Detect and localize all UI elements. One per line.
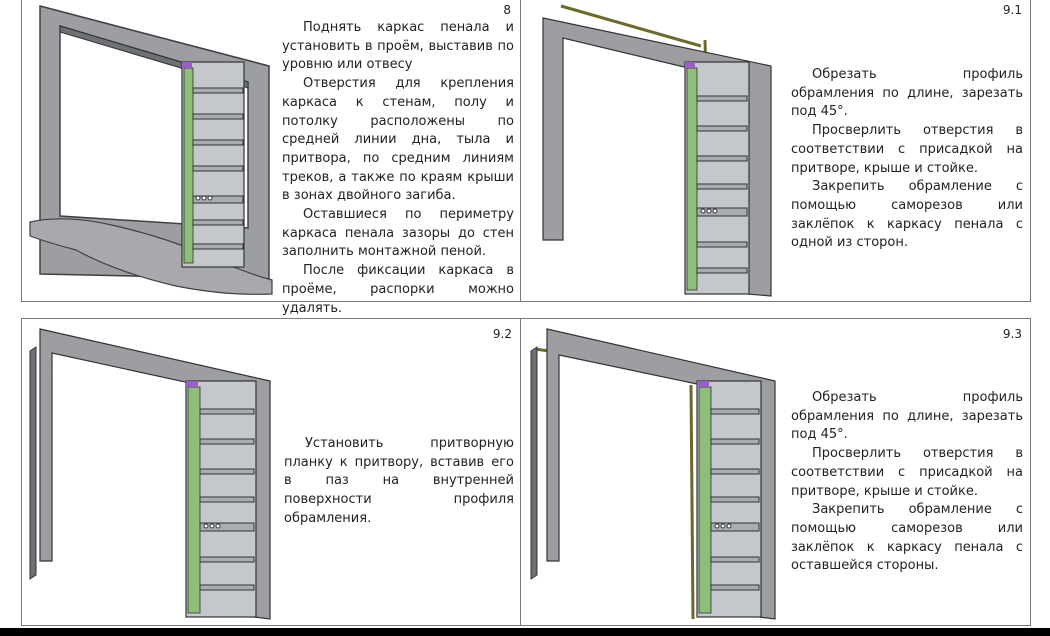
step-instructions: Обрезать профиль обрамления по длине, за… [791,389,1023,576]
step-8-panel: 8 Поднять каркас пенала и установить в п… [21,0,521,316]
step-9-2-panel: 9.2 Установить притворную планку к притв… [21,318,521,626]
step-instructions: Поднять каркас пенала и установить в про… [282,19,514,318]
paragraph: Оставшиеся по периметру каркаса пенала з… [282,207,514,260]
paragraph: Обрезать профиль обрамления по длине, за… [791,390,1023,443]
frame-in-wall-illustration [29,5,273,295]
frame-trim-other-side-illustration [530,328,776,620]
step-number: 8 [503,3,511,17]
step-number: 9.3 [1002,327,1022,341]
step-9-1-panel: 9.1 Обрезать профиль обрамления по длине… [520,0,1031,302]
paragraph: Закрепить обрамление с помощью саморезов… [791,502,1023,574]
step-number: 9.1 [1002,3,1022,17]
paragraph: Обрезать профиль обрамления по длине, за… [791,67,1023,120]
paragraph: Установить притворную планку к притвору,… [284,436,514,526]
door-strip-illustration [29,328,271,620]
frame-trim-illustration [542,4,772,297]
paragraph: Просверлить отверстия в соответствии с п… [791,123,1023,176]
paragraph: Просверлить отверстия в соответствии с п… [791,446,1023,499]
bottom-border [0,628,1050,636]
paragraph: После фиксации каркаса в проёме, распорк… [282,263,514,316]
step-number: 9.2 [492,327,512,341]
step-9-3-panel: 9.3 Обрезать профиль обрамления по длине… [520,318,1031,626]
step-instructions: Обрезать профиль обрамления по длине, за… [791,66,1023,253]
step-instructions: Установить притворную планку к притвору,… [284,435,514,529]
paragraph: Поднять каркас пенала и установить в про… [282,20,514,73]
paragraph: Закрепить обрамление с помощью саморезов… [791,179,1023,251]
paragraph: Отверстия для крепления каркаса к стенам… [282,76,514,204]
